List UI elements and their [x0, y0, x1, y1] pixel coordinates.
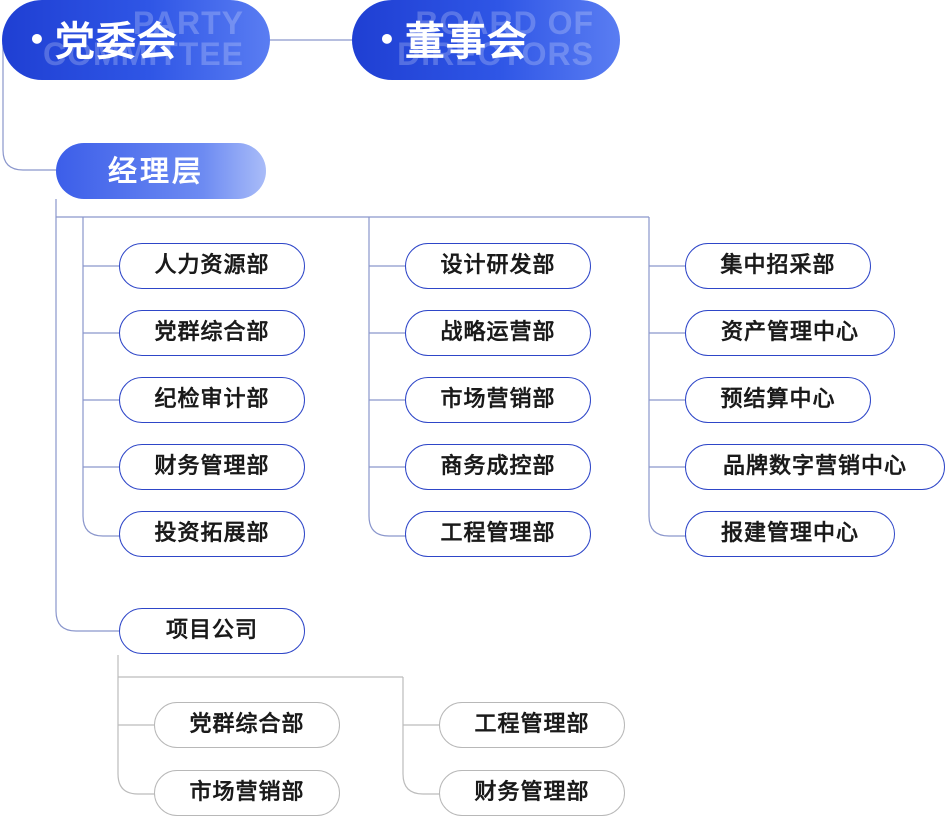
- dept-party-general[interactable]: 党群综合部: [119, 310, 305, 356]
- party-committee-title: •党委会: [28, 0, 178, 80]
- board-label: 董事会: [404, 19, 528, 65]
- project-dept-party-general[interactable]: 党群综合部: [154, 702, 340, 748]
- management-node[interactable]: 经理层: [56, 143, 266, 199]
- bullet-dot-icon: •: [28, 23, 47, 56]
- dept-design-rd[interactable]: 设计研发部: [405, 243, 591, 289]
- party-committee-english: PARTY COMMITTEE: [43, 5, 244, 72]
- dept-asset-mgmt[interactable]: 资产管理中心: [685, 310, 895, 356]
- dept-investment[interactable]: 投资拓展部: [119, 511, 305, 557]
- dept-commercial-cost[interactable]: 商务成控部: [405, 444, 591, 490]
- dept-budget-settlement[interactable]: 预结算中心: [685, 377, 871, 423]
- dept-engineering[interactable]: 工程管理部: [405, 511, 591, 557]
- dept-brand-digital-marketing[interactable]: 品牌数字营销中心: [685, 444, 945, 490]
- board-english: BOARD OF DIRECTORS: [397, 5, 594, 72]
- project-company-node[interactable]: 项目公司: [119, 608, 305, 654]
- project-dept-marketing[interactable]: 市场营销部: [154, 770, 340, 816]
- project-dept-finance[interactable]: 财务管理部: [439, 770, 625, 816]
- dept-discipline-audit[interactable]: 纪检审计部: [119, 377, 305, 423]
- bullet-dot-icon: •: [378, 23, 397, 56]
- dept-finance[interactable]: 财务管理部: [119, 444, 305, 490]
- party-committee-label: 党委会: [54, 19, 178, 65]
- dept-strategy-ops[interactable]: 战略运营部: [405, 310, 591, 356]
- party-committee-node[interactable]: PARTY COMMITTEE •党委会: [2, 0, 270, 80]
- board-title: •董事会: [378, 0, 528, 80]
- dept-hr[interactable]: 人力资源部: [119, 243, 305, 289]
- board-node[interactable]: BOARD OF DIRECTORS •董事会: [352, 0, 620, 80]
- dept-permit-mgmt[interactable]: 报建管理中心: [685, 511, 895, 557]
- dept-procurement[interactable]: 集中招采部: [685, 243, 871, 289]
- project-dept-engineering[interactable]: 工程管理部: [439, 702, 625, 748]
- dept-marketing[interactable]: 市场营销部: [405, 377, 591, 423]
